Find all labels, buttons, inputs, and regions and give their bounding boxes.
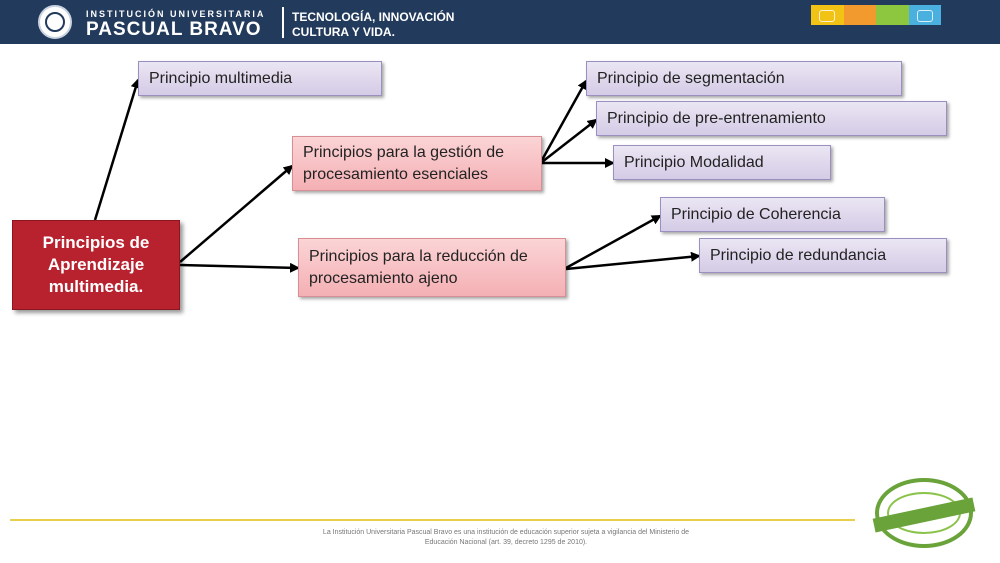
- footer-divider: [10, 519, 855, 521]
- arrow-root-to-reduccion: [179, 262, 300, 273]
- blue-block-icon: [908, 5, 941, 25]
- header-bar: INSTITUCIÓN UNIVERSITARIA PASCUAL BRAVO …: [0, 0, 1000, 44]
- node-principio-multimedia: Principio multimedia: [138, 61, 382, 96]
- arrow-gestion-to-pre-entrenamiento: [541, 118, 598, 163]
- institution-name-small: INSTITUCIÓN UNIVERSITARIA: [86, 9, 266, 19]
- green-block: [876, 5, 909, 25]
- arrow-reduccion-to-redundancia: [565, 251, 701, 271]
- orange-block: [843, 5, 876, 25]
- node-pre-entrenamiento: Principio de pre-entrenamiento: [596, 101, 947, 136]
- node-coherencia: Principio de Coherencia: [660, 197, 885, 232]
- tagline-line-1: TECNOLOGÍA, INNOVACIÓN: [292, 10, 455, 24]
- root-node: Principios de Aprendizaje multimedia.: [12, 220, 180, 310]
- arrow-reduccion-to-coherencia: [565, 214, 662, 270]
- header-divider: [282, 7, 284, 38]
- arrow-root-to-multimedia: [93, 78, 141, 221]
- node-gestion: Principios para la gestión de procesamie…: [292, 136, 542, 191]
- color-strip: [811, 5, 941, 25]
- node-segmentacion: Principio de segmentación: [586, 61, 902, 96]
- node-redundancia: Principio de redundancia: [699, 238, 947, 273]
- tagline-line-2: CULTURA Y VIDA.: [292, 25, 395, 39]
- footer-legal-text: La Institución Universitaria Pascual Bra…: [322, 529, 690, 546]
- arrow-root-to-gestion: [179, 164, 294, 263]
- institution-seal-icon: [38, 5, 72, 39]
- yellow-block-icon: [811, 5, 844, 25]
- institution-name: PASCUAL BRAVO: [86, 19, 262, 40]
- arrow-gestion-to-segmentacion: [540, 79, 588, 161]
- accreditation-seal-icon: [872, 478, 976, 548]
- node-modalidad: Principio Modalidad: [613, 145, 831, 180]
- node-reduccion: Principios para la reducción de procesam…: [298, 238, 566, 297]
